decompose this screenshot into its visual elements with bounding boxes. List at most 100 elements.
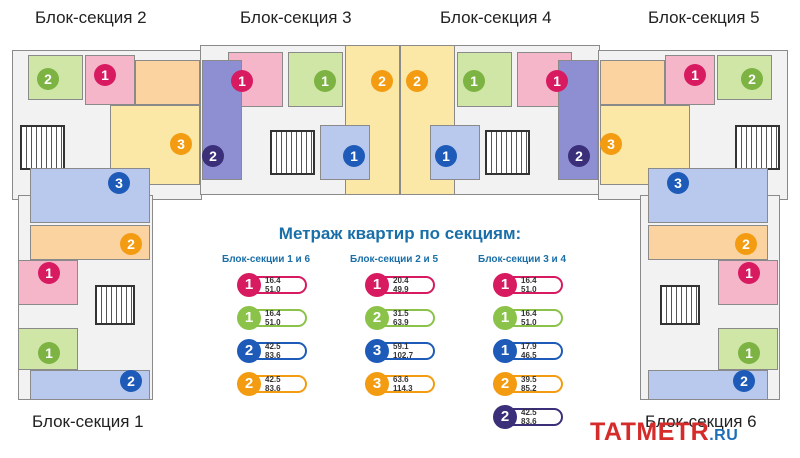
- area-min: 20.4: [393, 276, 409, 285]
- area-min: 31.5: [393, 309, 409, 318]
- room-count-marker: 2: [733, 370, 755, 392]
- section-title-4: Блок-секция 4: [440, 8, 552, 27]
- room-count-marker: 3: [667, 172, 689, 194]
- room-count-badge: 3: [365, 372, 389, 396]
- area-min: 17.9: [521, 342, 537, 351]
- area-max: 114.3: [393, 384, 413, 393]
- room-count-marker: 2: [120, 233, 142, 255]
- area-min: 42.5: [265, 375, 281, 384]
- area-max: 51.0: [265, 285, 281, 294]
- area-max: 63.9: [393, 318, 409, 327]
- area-min: 59.1: [393, 342, 409, 351]
- room-count-marker: 2: [120, 370, 142, 392]
- area-max: 102.7: [393, 351, 414, 360]
- room-count-marker: 1: [684, 64, 706, 86]
- room-count-badge: 1: [237, 306, 261, 330]
- room-count-badge: 2: [237, 339, 261, 363]
- stairwell: [270, 130, 315, 175]
- room-count-badge: 2: [493, 405, 517, 429]
- area-max: 51.0: [521, 318, 537, 327]
- room-count-marker: 1: [546, 70, 568, 92]
- area-min: 42.5: [265, 342, 281, 351]
- room-count-badge: 2: [365, 306, 389, 330]
- room-count-marker: 1: [94, 64, 116, 86]
- room-count-marker: 2: [371, 70, 393, 92]
- area-max: 83.6: [265, 351, 281, 360]
- stairwell: [20, 125, 65, 170]
- area-max: 85.2: [521, 384, 537, 393]
- section-title-6: Блок-секция 6: [645, 412, 757, 431]
- room-count-badge: 1: [237, 273, 261, 297]
- section-title-5: Блок-секция 5: [648, 8, 760, 27]
- legend-column-title: Блок-секции 2 и 5: [350, 254, 439, 265]
- area-min: 39.5: [521, 375, 537, 384]
- room-count-badge: 1: [493, 339, 517, 363]
- apartment-orange: [600, 60, 665, 105]
- section-title-3: Блок-секция 3: [240, 8, 352, 27]
- room-count-marker: 1: [343, 145, 365, 167]
- room-count-marker: 3: [108, 172, 130, 194]
- apartment-pink: [85, 55, 135, 105]
- room-count-badge: 2: [237, 372, 261, 396]
- stairwell: [95, 285, 135, 325]
- room-count-marker: 1: [38, 262, 60, 284]
- area-min: 16.4: [265, 276, 281, 285]
- section-title-2: Блок-секция 2: [35, 8, 147, 27]
- area-min: 16.4: [521, 276, 537, 285]
- area-max: 49.9: [393, 285, 409, 294]
- legend-column-title: Блок-секции 1 и 6: [222, 254, 311, 265]
- stairwell: [660, 285, 700, 325]
- room-count-marker: 1: [314, 70, 336, 92]
- room-count-marker: 1: [463, 70, 485, 92]
- section-title-1: Блок-секция 1: [32, 412, 144, 431]
- room-count-badge: 1: [365, 273, 389, 297]
- stairwell: [485, 130, 530, 175]
- area-min: 63.6: [393, 375, 409, 384]
- watermark-logo: TATMETR.RU: [590, 418, 738, 447]
- area-max: 83.6: [265, 384, 281, 393]
- room-count-badge: 2: [493, 372, 517, 396]
- watermark-text: TATMETR: [590, 418, 710, 446]
- room-count-marker: 2: [741, 68, 763, 90]
- room-count-marker: 2: [37, 68, 59, 90]
- apartment-blue: [648, 168, 768, 223]
- area-max: 83.6: [521, 417, 537, 426]
- area-max: 51.0: [265, 318, 281, 327]
- room-count-marker: 3: [170, 133, 192, 155]
- area-min: 16.4: [521, 309, 537, 318]
- room-count-marker: 2: [735, 233, 757, 255]
- room-count-marker: 2: [406, 70, 428, 92]
- room-count-marker: 1: [38, 342, 60, 364]
- watermark-suffix: .RU: [709, 427, 739, 444]
- room-count-marker: 2: [202, 145, 224, 167]
- room-count-marker: 1: [435, 145, 457, 167]
- room-count-badge: 1: [493, 306, 517, 330]
- legend-column-title: Блок-секции 3 и 4: [478, 254, 567, 265]
- room-count-badge: 1: [493, 273, 517, 297]
- apartment-blue: [30, 168, 150, 223]
- room-count-marker: 3: [600, 133, 622, 155]
